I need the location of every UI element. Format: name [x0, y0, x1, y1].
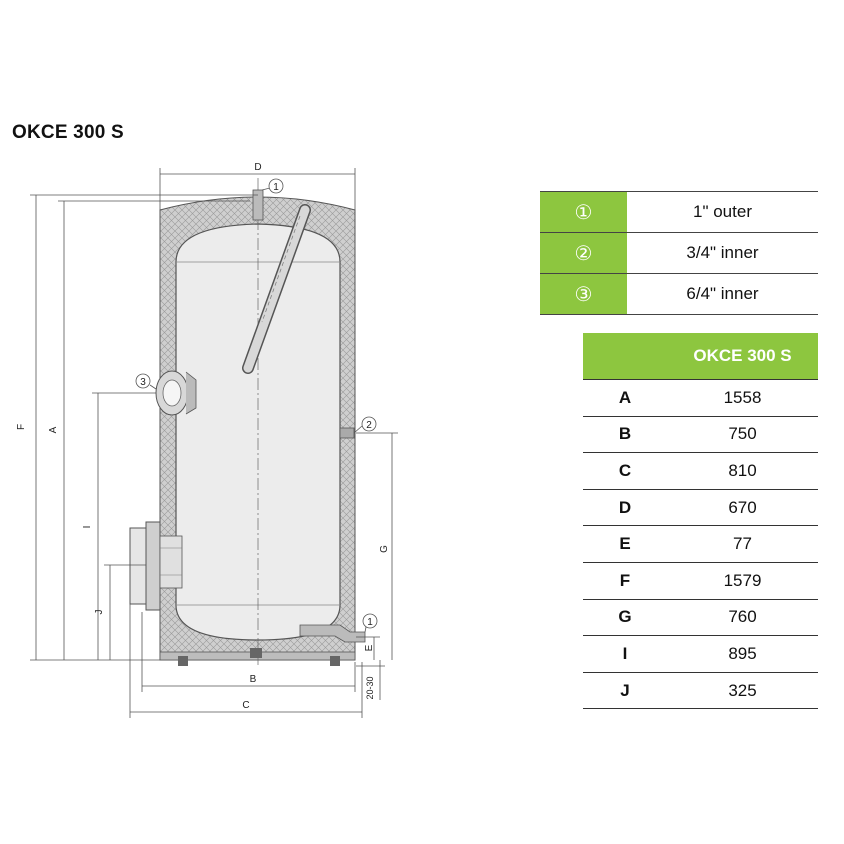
dimensions-header-model: OKCE 300 S	[667, 333, 818, 380]
dimension-key: F	[583, 562, 667, 600]
connection-row: ① 1" outer	[540, 191, 818, 233]
dim-label-g: G	[379, 545, 390, 553]
connection-size: 1" outer	[627, 191, 818, 233]
dimension-value: 760	[667, 599, 818, 637]
dimension-key: G	[583, 599, 667, 637]
dimension-row: G 760	[583, 599, 818, 637]
dimension-value: 1579	[667, 562, 818, 600]
dimensions-header-blank	[583, 333, 667, 380]
marker-3: 3	[140, 377, 146, 388]
bottom-outlet	[299, 624, 366, 643]
dimension-value: 895	[667, 635, 818, 673]
top-outlet	[252, 189, 264, 221]
dimension-row: F 1579	[583, 562, 818, 600]
dim-label-f: F	[16, 424, 27, 430]
side-port-2	[339, 427, 355, 439]
dimension-value: 810	[667, 452, 818, 490]
dimension-row: D 670	[583, 489, 818, 527]
connection-row: ③ 6/4" inner	[540, 273, 818, 315]
dimension-row: B 750	[583, 416, 818, 454]
connection-marker: ②	[540, 232, 627, 274]
connection-size: 3/4" inner	[627, 232, 818, 274]
dimension-key: J	[583, 672, 667, 710]
dimension-key: I	[583, 635, 667, 673]
connection-marker: ③	[540, 273, 627, 315]
dim-label-c: C	[242, 700, 249, 711]
dimension-key: D	[583, 489, 667, 527]
dim-label-i: I	[82, 526, 93, 529]
dimensions-header-row: OKCE 300 S	[583, 333, 818, 380]
connection-size: 6/4" inner	[627, 273, 818, 315]
side-flange-3	[155, 370, 197, 416]
dimension-value: 1558	[667, 379, 818, 417]
dim-label-d: D	[254, 162, 261, 173]
marker-1-bottom: 1	[367, 617, 373, 628]
dimension-value: 750	[667, 416, 818, 454]
dimension-value: 670	[667, 489, 818, 527]
dimension-key: C	[583, 452, 667, 490]
dimension-key: A	[583, 379, 667, 417]
product-title: OKCE 300 S	[12, 122, 124, 143]
dimension-value: 77	[667, 525, 818, 563]
dim-label-e: E	[364, 644, 375, 651]
connection-marker: ①	[540, 191, 627, 233]
dimension-row: E 77	[583, 525, 818, 563]
dimension-row: J 325	[583, 672, 818, 710]
dim-label-foot: 20-30	[365, 676, 375, 699]
dim-label-a: A	[48, 426, 59, 433]
heater-flange	[129, 521, 183, 611]
connection-row: ② 3/4" inner	[540, 232, 818, 274]
sensor-pocket	[242, 204, 311, 374]
connections-table: ① 1" outer ② 3/4" inner ③ 6/4" inner	[540, 191, 818, 315]
dimension-key: B	[583, 416, 667, 454]
dim-label-j: J	[94, 610, 105, 615]
marker-1-top: 1	[273, 182, 279, 193]
dimension-value: 325	[667, 672, 818, 710]
tank-drawing: 1 2 1 3 D B C F A I J G E 20-30	[16, 162, 398, 718]
dimension-key: E	[583, 525, 667, 563]
dim-label-b: B	[250, 674, 257, 685]
dimension-row: C 810	[583, 452, 818, 490]
marker-2: 2	[366, 420, 372, 431]
dimensions-table: OKCE 300 S A 1558 B 750 C 810 D 670 E 77…	[583, 333, 818, 710]
dimension-row: I 895	[583, 635, 818, 673]
dimension-row: A 1558	[583, 379, 818, 417]
